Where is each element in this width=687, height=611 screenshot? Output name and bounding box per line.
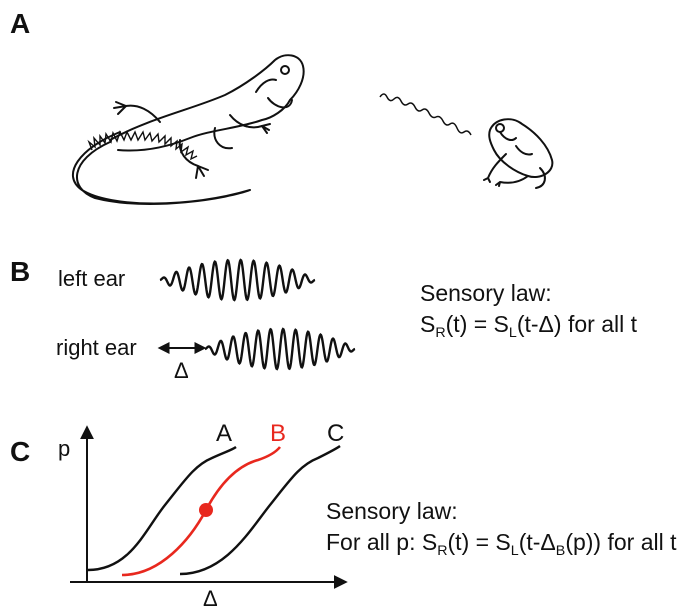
delay-arrow bbox=[157, 342, 207, 354]
curve-c bbox=[179, 445, 341, 576]
eq-part: For all p: S bbox=[326, 529, 438, 556]
right-ear-wave bbox=[204, 327, 356, 371]
sound-wave-icon bbox=[379, 93, 472, 136]
eq-sub-l: L bbox=[510, 543, 519, 560]
sensory-law-c: Sensory law: For all p: SR(t) = SL(t-ΔB(… bbox=[326, 496, 677, 558]
x-axis-label: Δ bbox=[203, 586, 218, 611]
panel-letter-b: B bbox=[10, 256, 31, 287]
curve-label-a: A bbox=[216, 420, 233, 447]
eq-part: (t-Δ) for all t bbox=[516, 311, 637, 338]
curve-b bbox=[121, 446, 282, 577]
eq-part: (t) = S bbox=[445, 311, 509, 338]
current-point bbox=[199, 503, 213, 517]
delta-label: Δ bbox=[174, 358, 189, 383]
sensory-law-equation: For all p: SR(t) = SL(t-ΔB(p)) for all t bbox=[326, 527, 677, 558]
eq-sub-b: B bbox=[555, 543, 566, 560]
left-ear-wave bbox=[159, 258, 316, 302]
sensory-law-title: Sensory law: bbox=[420, 280, 552, 306]
panel-letter-a: A bbox=[10, 8, 31, 39]
eq-part: (p)) for all t bbox=[565, 529, 677, 556]
sensory-law-title: Sensory law: bbox=[326, 498, 458, 524]
eq-sub-r: R bbox=[437, 543, 448, 560]
eq-part: (t-Δ bbox=[518, 529, 556, 556]
y-axis-label: p bbox=[58, 436, 71, 461]
eq-part: S bbox=[420, 311, 436, 338]
sensory-law-b: Sensory law: SR(t) = SL(t-Δ) for all t bbox=[420, 278, 637, 340]
right-ear-label: right ear bbox=[56, 335, 137, 360]
eq-sub-l: L bbox=[508, 325, 517, 342]
panel-letter-c: C bbox=[10, 436, 31, 467]
curve-a bbox=[87, 446, 237, 572]
curve-label-b: B bbox=[270, 420, 287, 447]
eq-part: (t) = S bbox=[447, 529, 511, 556]
curve-label-c: C bbox=[327, 420, 345, 447]
left-ear-label: left ear bbox=[58, 266, 126, 291]
sensory-law-equation: SR(t) = SL(t-Δ) for all t bbox=[420, 309, 637, 340]
eq-sub-r: R bbox=[435, 325, 446, 342]
